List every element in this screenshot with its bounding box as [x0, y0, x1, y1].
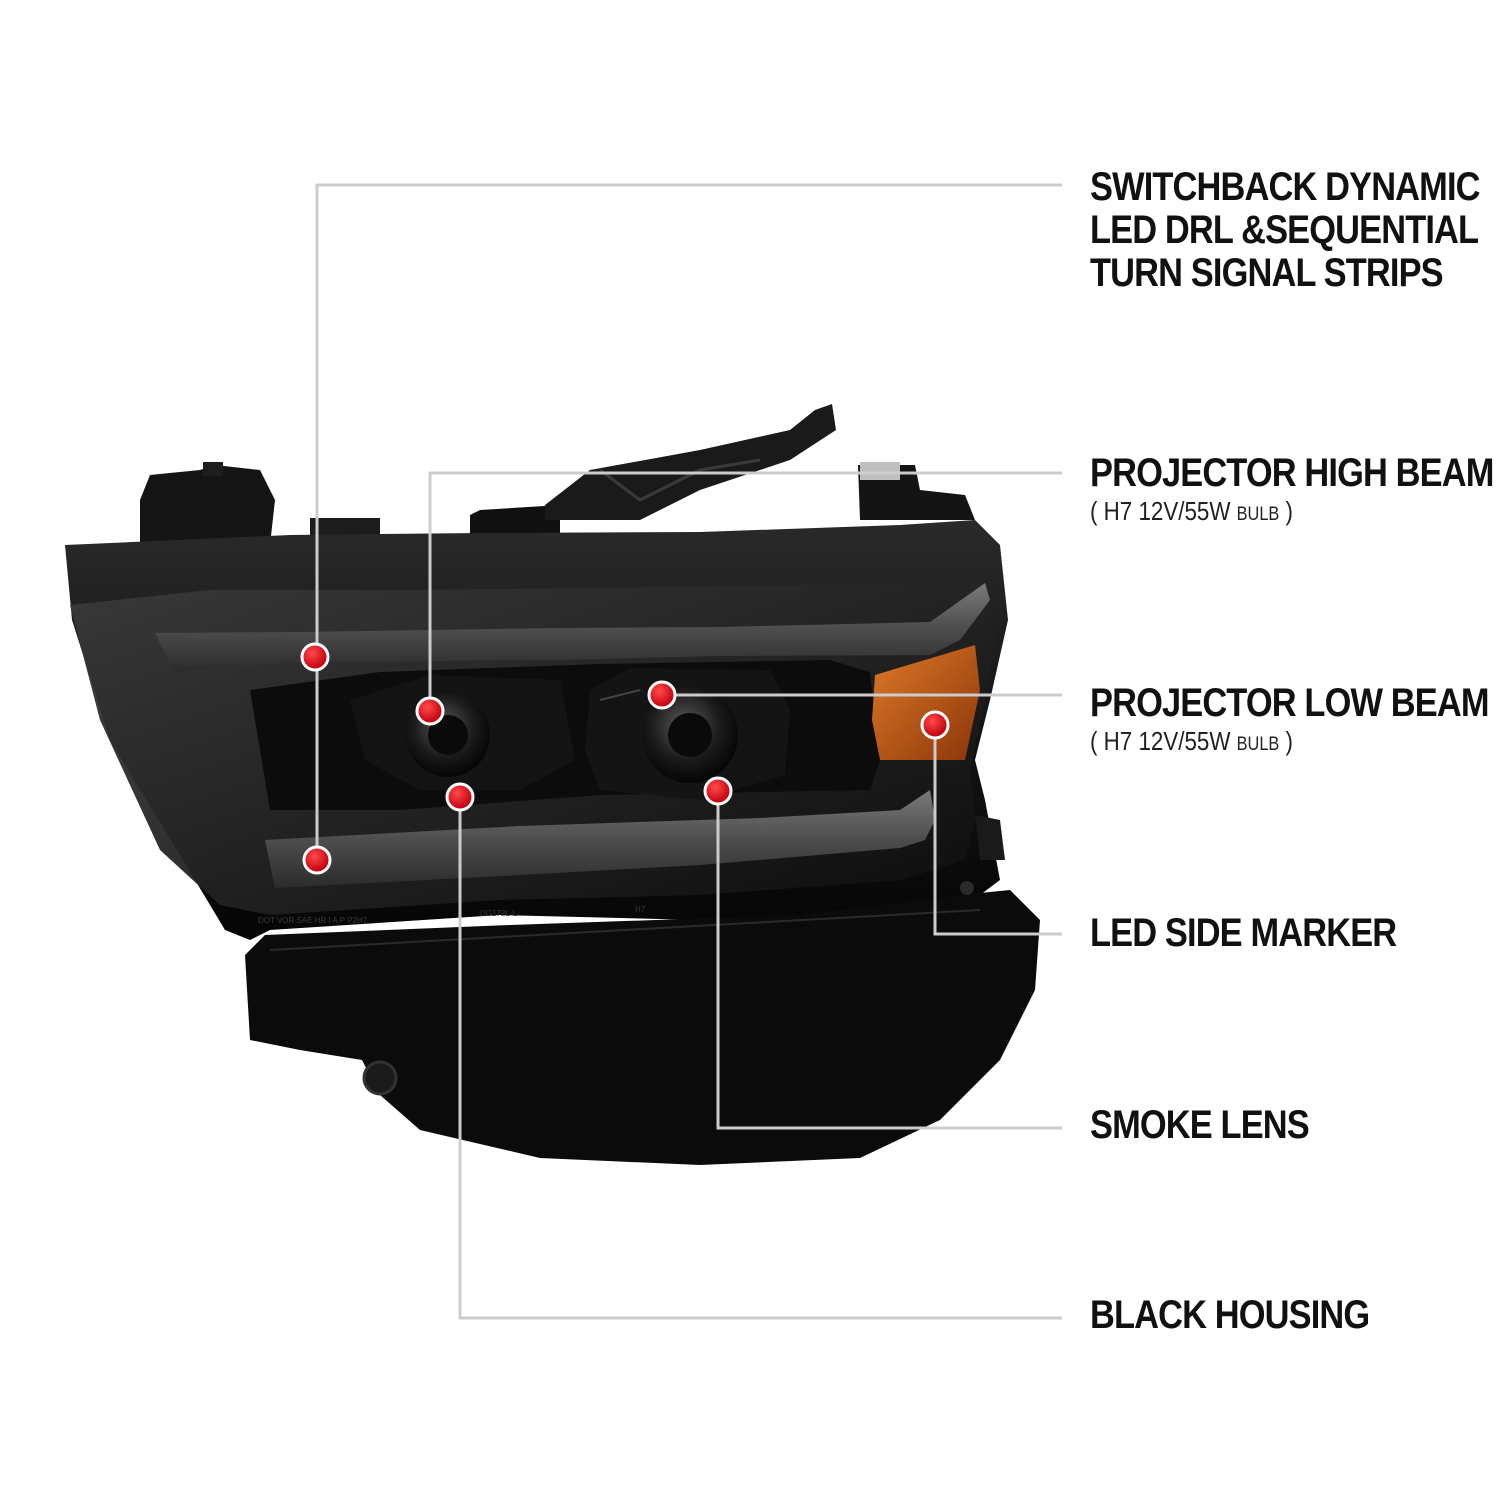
low-beam-projector	[585, 668, 790, 800]
callout-label-high-beam: PROJECTOR HIGH BEAM ( H7 12V/55W BULB )	[1090, 451, 1500, 526]
callout-dot-high-beam	[415, 696, 445, 726]
callout-drl-line-2: LED DRL &SEQUENTIAL	[1090, 208, 1479, 253]
callout-high-beam-spec-open: ( H7 12V/55W	[1090, 496, 1237, 527]
callout-dot-drl-upper	[300, 642, 330, 672]
callout-high-beam-title: PROJECTOR HIGH BEAM	[1090, 451, 1494, 495]
callout-label-low-beam: PROJECTOR LOW BEAM ( H7 12V/55W BULB )	[1090, 681, 1500, 756]
callout-low-beam-spec-close: )	[1279, 726, 1294, 757]
callout-high-beam-spec-close: )	[1279, 496, 1294, 527]
callout-low-beam-spec-open: ( H7 12V/55W	[1090, 726, 1237, 757]
callout-drl-line-1: SWITCHBACK DYNAMIC	[1090, 165, 1481, 209]
callout-side-marker-title: LED SIDE MARKER	[1090, 911, 1397, 955]
callout-dot-smoke-lens	[703, 776, 733, 806]
callout-low-beam-title: PROJECTOR LOW BEAM	[1090, 681, 1489, 725]
callout-line-drl	[315, 183, 1062, 657]
callout-label-drl: SWITCHBACK DYNAMIC LED DRL &SEQUENTIAL T…	[1090, 165, 1500, 296]
callout-high-beam-spec: ( H7 12V/55W BULB )	[1090, 497, 1494, 526]
lens-marking-part-number: DG172L-L	[480, 909, 517, 918]
callout-line-high-beam	[428, 471, 1062, 711]
callout-line-black-housing	[458, 797, 1062, 1320]
callout-smoke-lens-title: SMOKE LENS	[1090, 1103, 1310, 1147]
callout-dot-drl-lower	[302, 845, 332, 875]
lower-housing	[245, 890, 1040, 1165]
callout-drl-line-3: TURN SIGNAL STRIPS	[1090, 251, 1444, 296]
callout-label-black-housing: BLACK HOUSING	[1090, 1293, 1415, 1337]
callout-dot-side-marker	[920, 710, 950, 740]
lens-marking-dot: DOT VOR SAE HR I A P P2H7	[258, 916, 368, 925]
callout-low-beam-spec-unit: BULB	[1236, 734, 1280, 756]
callout-lines	[315, 183, 1062, 1320]
callout-line-smoke-lens	[716, 791, 1062, 1130]
lower-drl-strip	[265, 790, 935, 888]
callout-dot-black-housing	[445, 782, 475, 812]
upper-drl-strip	[155, 583, 990, 672]
callout-dot-low-beam	[647, 680, 677, 710]
callout-label-smoke-lens: SMOKE LENS	[1090, 1103, 1344, 1147]
amber-side-marker	[872, 645, 980, 760]
callout-high-beam-spec-unit: BULB	[1236, 504, 1280, 526]
callout-dots	[300, 642, 950, 875]
lens-marking-bulb: H7	[635, 905, 646, 914]
callout-low-beam-spec: ( H7 12V/55W BULB )	[1090, 727, 1489, 756]
callout-label-side-marker: LED SIDE MARKER	[1090, 911, 1446, 955]
callout-line-side-marker	[933, 725, 1062, 936]
callout-black-housing-title: BLACK HOUSING	[1090, 1293, 1370, 1337]
